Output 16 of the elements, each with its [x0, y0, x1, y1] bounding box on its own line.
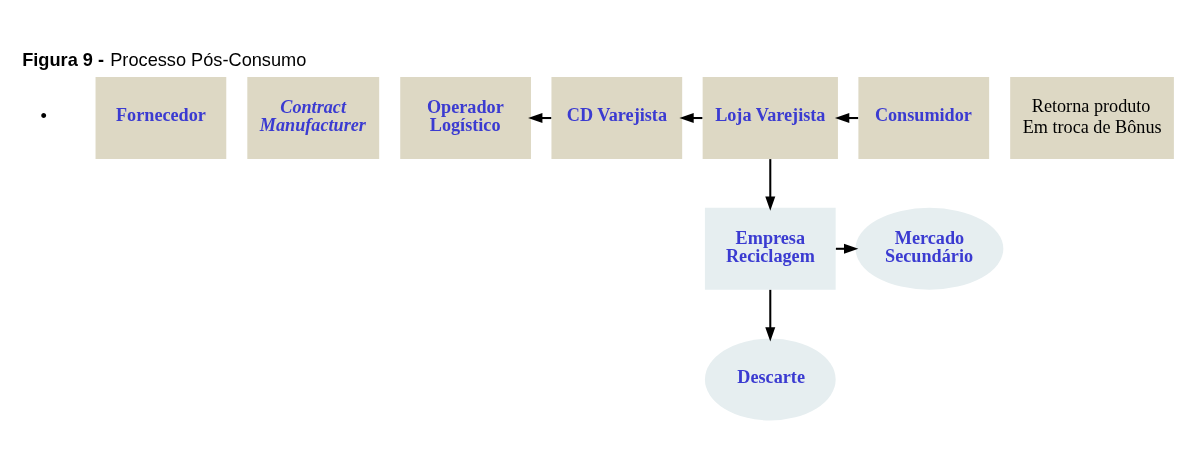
node-box: CD Varejista [551, 77, 683, 159]
node-box: Consumidor [858, 77, 990, 159]
diagram-title: Figura 9 - Processo Pós-Consumo [22, 49, 307, 70]
node-box: Loja Varejista [702, 77, 838, 159]
node-box: Retorna produto Em troca de Bônus [1010, 77, 1174, 159]
node-ellipse: Mercado Secundário [855, 207, 1004, 290]
arrow [834, 113, 859, 124]
node-box: Fornecedor [95, 77, 227, 159]
arrow [528, 113, 552, 124]
arrow [765, 159, 776, 211]
label: • [40, 106, 47, 127]
node-box: Operador Logístico [400, 77, 531, 159]
node-box: Empresa Reciclagem [704, 207, 836, 290]
arrow [765, 289, 776, 342]
node-ellipse: Descarte [704, 338, 836, 421]
node-box: Contract Manufacturer [247, 77, 380, 159]
